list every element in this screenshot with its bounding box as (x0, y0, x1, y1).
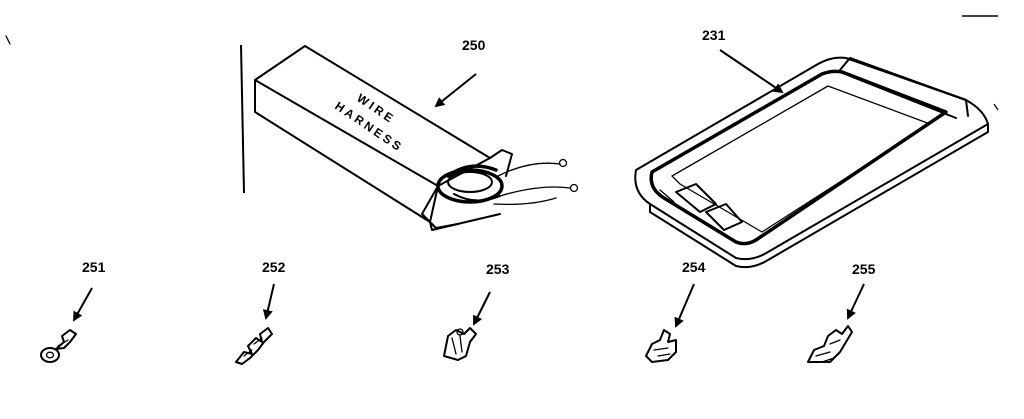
spade-terminal-icon (235, 327, 273, 365)
callout-252: 252 (262, 259, 286, 275)
callout-251: 251 (82, 259, 106, 275)
ring-terminal-icon (40, 329, 77, 363)
tray-icon (634, 56, 989, 269)
callout-254: 254 (682, 259, 706, 275)
crimp-terminal-icon (645, 329, 677, 363)
crimp-terminal-icon (443, 327, 477, 361)
leader-255 (846, 283, 865, 320)
leader-252 (262, 283, 275, 320)
scan-marks (5, 15, 999, 111)
divider-line (240, 44, 245, 194)
leader-254 (674, 283, 695, 328)
wire-harness-box-icon: WIRE HARNESS (254, 45, 579, 231)
callout-231: 231 (702, 27, 726, 43)
leader-251 (73, 287, 93, 322)
leader-250 (434, 73, 477, 108)
crimp-terminal-icon (807, 325, 853, 363)
leader-253 (473, 291, 491, 326)
callout-255: 255 (852, 261, 876, 277)
leader-231 (719, 49, 784, 94)
callout-253: 253 (486, 261, 510, 277)
callout-250: 250 (462, 37, 486, 53)
